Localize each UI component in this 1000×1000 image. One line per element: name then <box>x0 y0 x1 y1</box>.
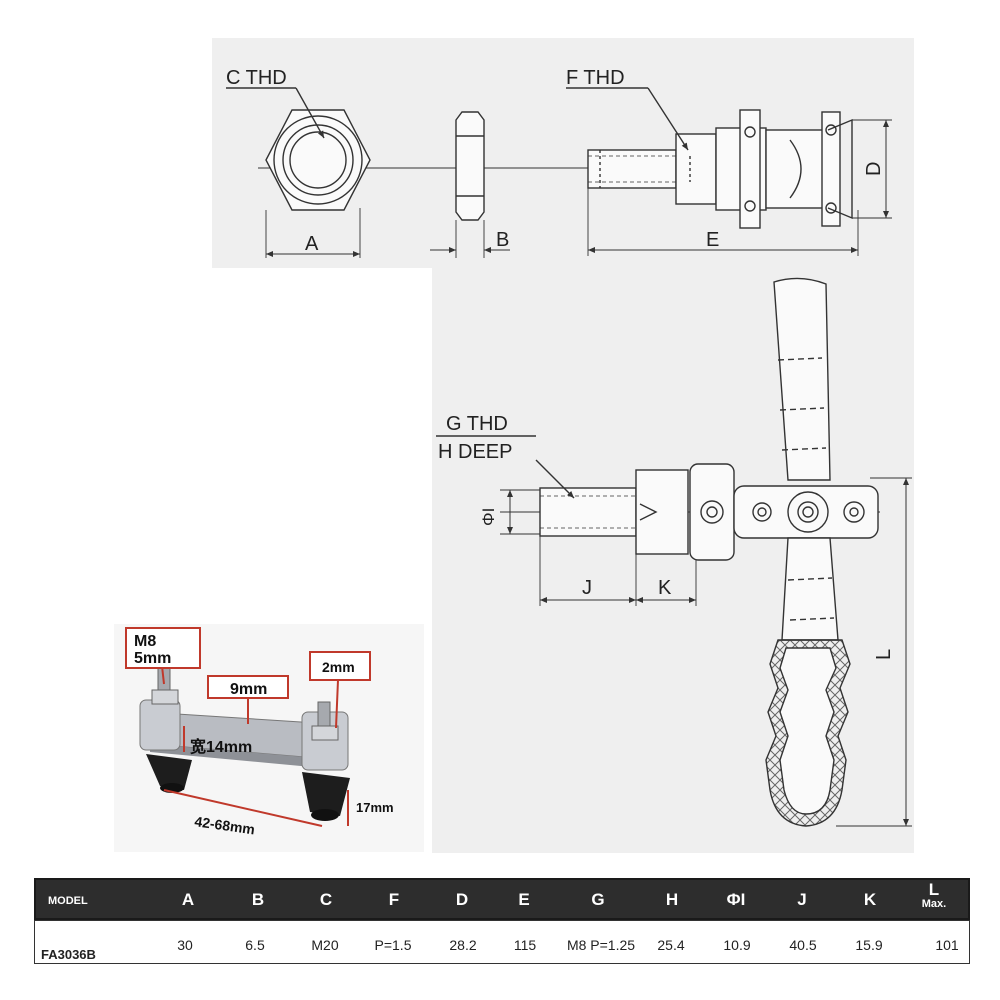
header-g: G <box>591 890 605 909</box>
photo-label-width: 宽14mm <box>190 737 252 756</box>
label-b: B <box>496 229 509 251</box>
clamp-handle <box>765 277 912 827</box>
header-d: D <box>455 890 469 909</box>
photo-label-m8-length: 5mm <box>134 650 171 667</box>
cell-k: 15.9 <box>855 937 883 953</box>
header-phi-i: ΦI <box>726 890 746 909</box>
label-e: E <box>706 229 719 251</box>
cell-a: 30 <box>177 937 193 953</box>
photo-label-17mm: 17mm <box>356 800 394 815</box>
photo-label-range: 42-68mm <box>194 813 256 837</box>
label-d: D <box>863 162 885 176</box>
spec-table-row: FA3036B 30 6.5 M20 P=1.5 28.2 115 M8 P=1… <box>34 920 970 964</box>
header-model: MODEL <box>48 895 88 907</box>
label-phi-i: ΦI <box>479 508 498 526</box>
spec-table-header: MODEL A B C F D E G H ΦI J K L Max. <box>34 878 970 920</box>
cell-l: 101 <box>935 937 959 953</box>
cell-c: M20 <box>311 937 339 953</box>
cell-model: FA3036B <box>41 947 96 962</box>
header-k: K <box>863 890 877 909</box>
label-f-thd: F THD <box>566 67 625 89</box>
photo-label-9mm: 9mm <box>230 681 267 698</box>
header-l: L <box>928 880 940 899</box>
plunger-side-view <box>500 463 880 606</box>
header-c: C <box>319 890 333 909</box>
header-f: F <box>388 890 400 909</box>
cell-f: P=1.5 <box>374 937 412 953</box>
hex-nut-side <box>430 111 510 258</box>
label-k: K <box>658 577 672 599</box>
cell-g: M8 P=1.25 <box>566 937 636 953</box>
spec-table: MODEL A B C F D E G H ΦI J K L Max. FA30… <box>34 878 970 964</box>
hex-nut-front <box>265 109 371 258</box>
cell-phi-i: 10.9 <box>723 937 751 953</box>
label-a: A <box>305 233 319 255</box>
cell-h: 25.4 <box>657 937 685 953</box>
photo-label-m8: M8 <box>134 633 156 650</box>
label-c-thd: C THD <box>226 67 287 89</box>
plunger-top-view <box>587 109 892 256</box>
product-photo-illustration <box>125 627 371 827</box>
header-l-max-sub: Max. <box>921 898 947 910</box>
header-a: A <box>181 890 195 909</box>
cell-b: 6.5 <box>245 937 265 953</box>
header-h: H <box>665 890 679 909</box>
label-l: L <box>873 649 895 660</box>
header-l-max: L Max. <box>921 880 947 912</box>
label-g-thd: G THD <box>446 413 508 435</box>
cell-d: 28.2 <box>449 937 477 953</box>
cell-j: 40.5 <box>789 937 817 953</box>
label-h-deep: H DEEP <box>438 441 512 463</box>
cell-e: 115 <box>513 937 537 953</box>
photo-label-2mm: 2mm <box>322 659 355 675</box>
header-e: E <box>518 890 530 909</box>
label-j: J <box>582 577 592 599</box>
header-b: B <box>251 890 265 909</box>
header-j: J <box>797 890 807 909</box>
